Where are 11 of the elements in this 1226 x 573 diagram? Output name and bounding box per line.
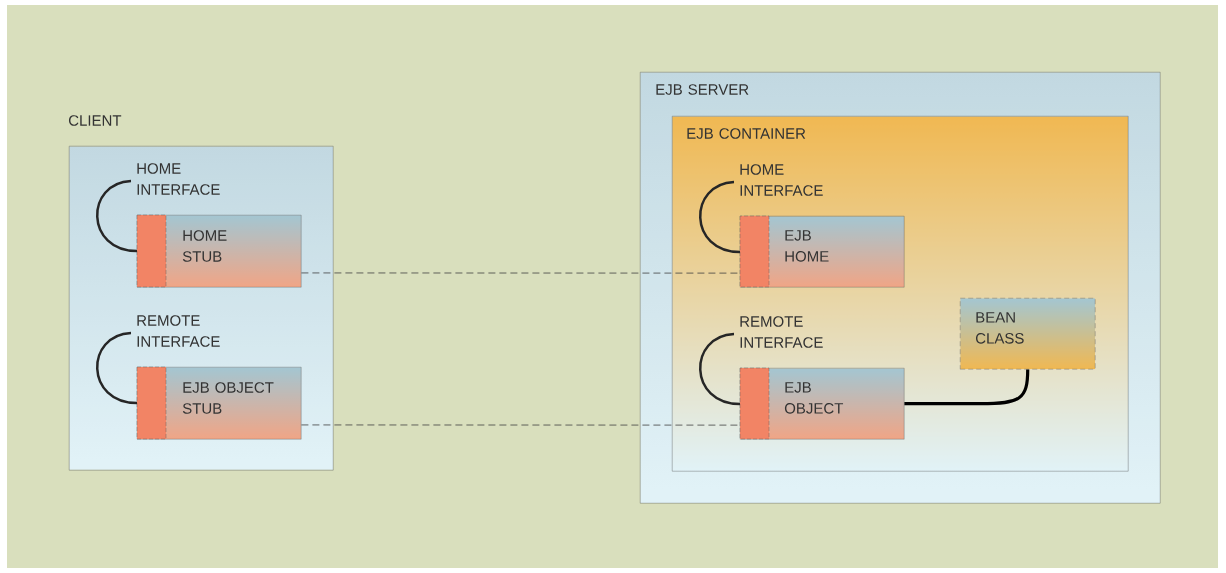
component-box: HOME STUB bbox=[136, 214, 302, 288]
component-box: EJB OBJECT bbox=[739, 367, 905, 440]
node-label: CLIENT bbox=[68, 115, 122, 126]
interface-label: HOME INTERFACE bbox=[740, 164, 823, 196]
interface-label: REMOTE INTERFACE bbox=[740, 316, 823, 348]
component-box: EJB HOME bbox=[739, 215, 905, 288]
class-box: BEAN CLASS bbox=[960, 298, 1096, 370]
interface-label: REMOTE INTERFACE bbox=[137, 315, 220, 347]
component-box: EJB OBJECT STUB bbox=[136, 366, 302, 440]
interface-label: HOME INTERFACE bbox=[137, 163, 220, 195]
connector-line bbox=[904, 369, 1030, 406]
